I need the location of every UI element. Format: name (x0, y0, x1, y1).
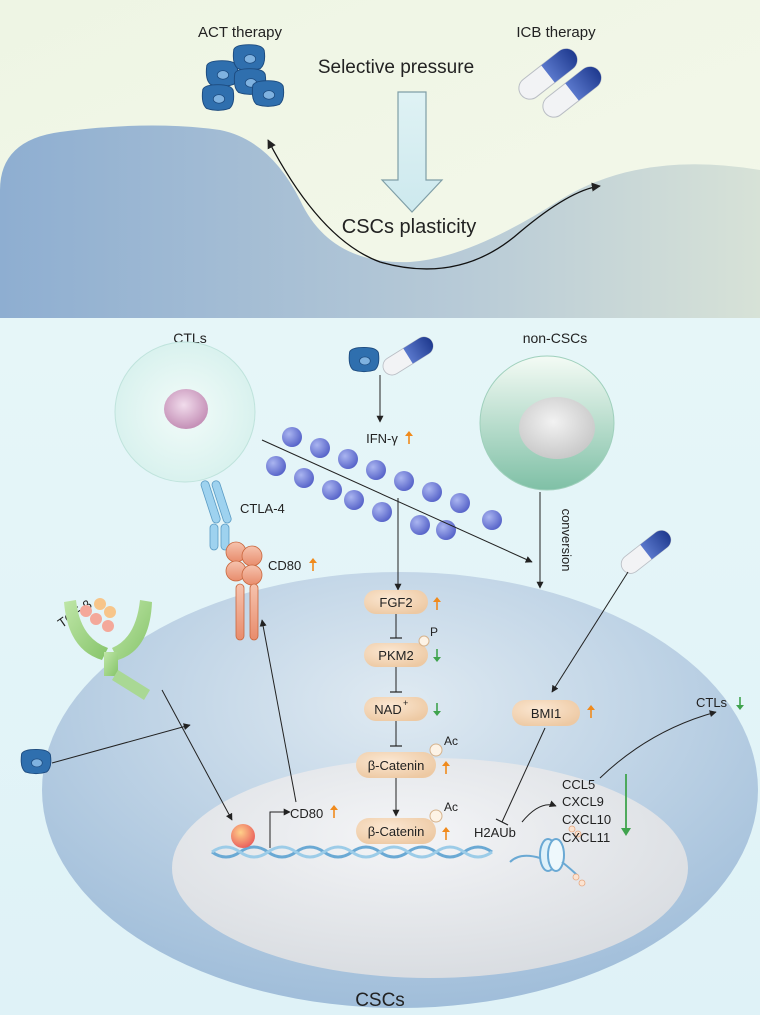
phosphate-icon (418, 635, 430, 647)
chemokines-to-ctls-arrow (599, 710, 717, 779)
act-therapy-label: ACT therapy (198, 24, 282, 41)
fgf2-label: FGF2 (379, 595, 412, 610)
pkm2-node (364, 643, 428, 667)
chemokines-down-arrow-icon (621, 774, 631, 836)
ctls-output-down-arrow-icon (736, 697, 744, 710)
ctl-to-csc-arrow (261, 439, 533, 563)
nad-superscript: + (403, 698, 408, 708)
nuclear-beta-catenin-up-arrow-icon (442, 827, 450, 840)
cd80-transcription-arrow (269, 808, 291, 848)
cd80-nuclear-label: CD80 (290, 806, 323, 821)
nad-node (364, 697, 428, 721)
cscs-label: CSCs (355, 990, 405, 1011)
pkm2-label: PKM2 (378, 648, 413, 663)
dna-helix (211, 845, 493, 859)
bmi1-up-arrow-icon (587, 705, 595, 718)
tumor-cell-icon (348, 346, 380, 373)
tumor-cell-arrow (51, 723, 191, 764)
icb-therapy-label: ICB therapy (516, 24, 596, 41)
bmi1-inhibit-line (501, 727, 546, 823)
cd80-receptor-icon (225, 541, 263, 641)
ifn-up-arrow-icon (405, 431, 413, 444)
nad-down-arrow-icon (433, 703, 441, 716)
cxcl10-label: CXCL10 (562, 812, 611, 827)
ifn-gamma-label: IFN-γ (366, 431, 398, 446)
cxcl9-label: CXCL9 (562, 794, 604, 809)
pkm2-down-arrow-icon (433, 649, 441, 662)
ifn-molecule-chain (266, 427, 502, 540)
non-csc-nucleus (519, 397, 595, 459)
cd80-up-arrow-icon (309, 558, 317, 571)
transcription-factor (231, 824, 255, 848)
fgf2-node (364, 590, 428, 614)
phosphate-label: P (430, 625, 438, 639)
ctl-nucleus (164, 389, 208, 429)
tgf-beta-receptor-icon (64, 598, 152, 700)
selective-pressure-label: Selective pressure (318, 57, 474, 78)
landscape-hill (0, 125, 760, 318)
ctls-output-label: CTLs (696, 695, 728, 710)
fgf2-up-arrow-icon (433, 597, 441, 610)
pill-to-bmi1-arrow (551, 571, 629, 693)
nuclear-acetyl-icon (429, 809, 443, 823)
cd80-expression-arrow (259, 619, 297, 803)
nucleosome-icon (509, 825, 586, 887)
ctla4-receptor-icon (200, 480, 232, 551)
nuclear-beta-catenin-label: β-Catenin (368, 824, 425, 839)
beta-catenin-node (356, 752, 436, 778)
h2aub-label: H2AUb (474, 825, 516, 840)
acetyl-label: Ac (444, 734, 458, 748)
cscs-plasticity-label: CSCs plasticity (342, 216, 476, 238)
plasticity-curve-arrow (267, 139, 601, 270)
beta-catenin-up-arrow-icon (442, 761, 450, 774)
bmi1-label: BMI1 (531, 706, 561, 721)
beta-catenin-label: β-Catenin (368, 758, 425, 773)
cd80-label: CD80 (268, 558, 301, 573)
non-cscs-label: non-CSCs (523, 330, 588, 346)
nuclear-beta-catenin-node (356, 818, 436, 844)
ccl5-label: CCL5 (562, 777, 595, 792)
tgf-beta-arrow (161, 689, 233, 821)
nad-label: NAD (374, 702, 401, 717)
nuclear-acetyl-label: Ac (444, 800, 458, 814)
bmi1-node (512, 700, 580, 726)
conversion-label: conversion (559, 509, 574, 572)
ctla4-label: CTLA-4 (240, 501, 285, 516)
acetyl-icon (429, 743, 443, 757)
bmi1-inhibit-bar (495, 818, 509, 826)
tumor-cell-icon (20, 748, 52, 775)
cxcl11-label: CXCL11 (562, 830, 610, 845)
cd80-nuclear-up-arrow-icon (330, 805, 338, 818)
h2aub-to-chemokines-arrow (521, 800, 557, 823)
csc-nucleus (172, 758, 688, 978)
